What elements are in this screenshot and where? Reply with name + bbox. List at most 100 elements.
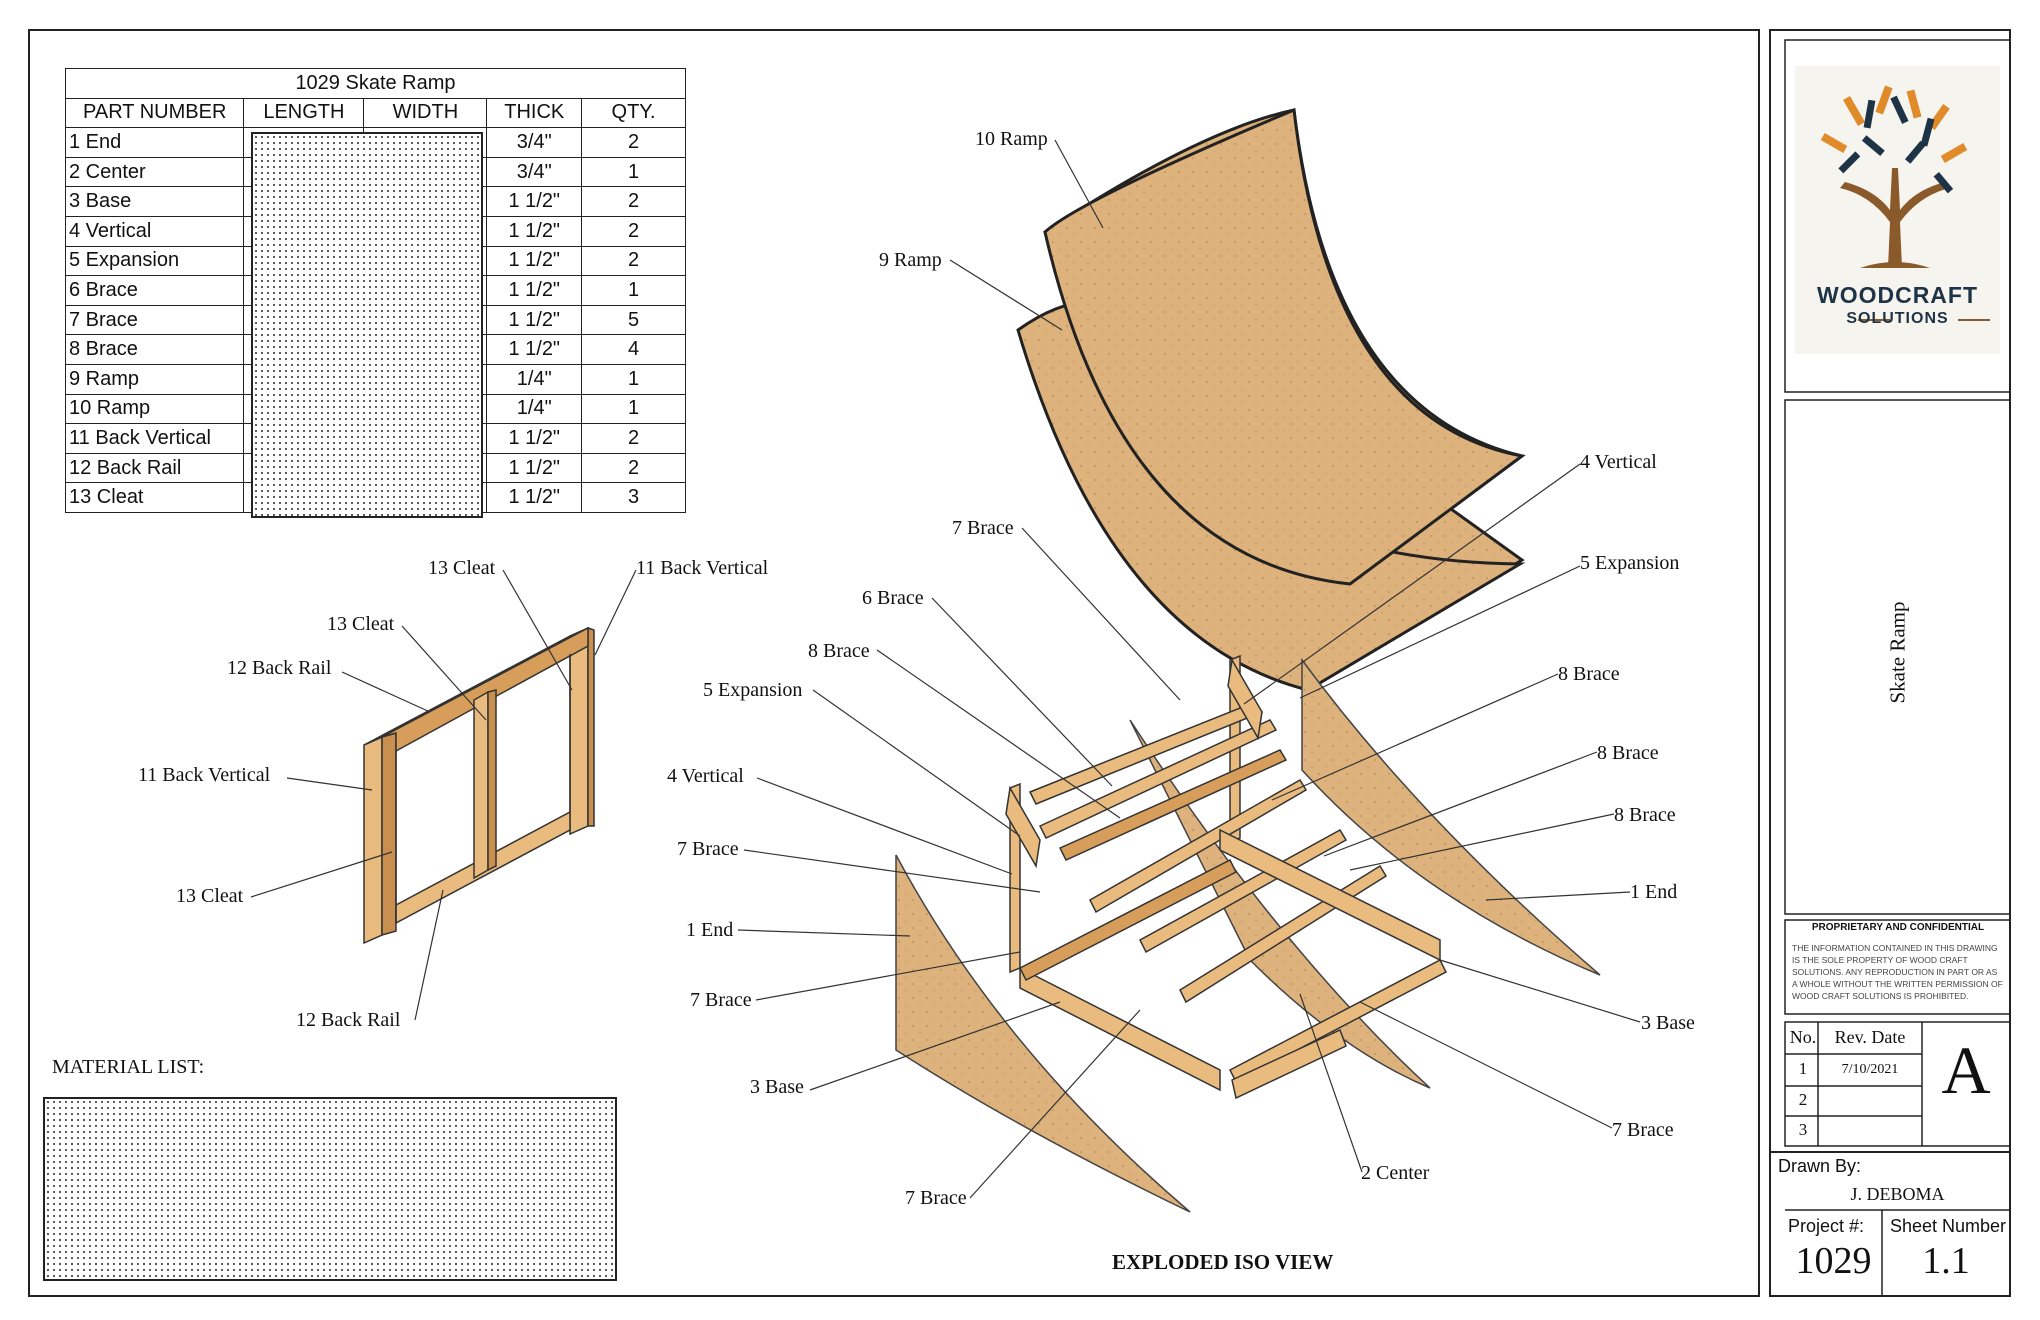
qty-cell: 2 (581, 245, 686, 277)
rev-header-no: No. (1789, 1027, 1817, 1047)
thick-cell: 1 1/2" (486, 482, 583, 513)
drawn-by-name: J. DEBOMA (1850, 1184, 1945, 1204)
callout-brace-8-right-a: 8 Brace (1558, 663, 1620, 685)
thick-cell: 3/4" (486, 156, 583, 188)
parts-table-title: 1029 Skate Ramp (65, 68, 686, 99)
rev-row-no: 1 (1798, 1059, 1808, 1078)
rev-row-no: 2 (1798, 1090, 1808, 1109)
material-list-label: MATERIAL LIST: (52, 1056, 205, 1078)
logo-wordmark: WOODCRAFT (1816, 282, 1979, 308)
thick-cell: 3/4" (486, 127, 583, 158)
part-name: 1 End (64, 127, 245, 158)
callout-expansion-right: 5 Expansion (1580, 552, 1680, 574)
qty-cell: 1 (581, 393, 686, 425)
qty-cell: 1 (581, 275, 686, 306)
sheet-number-label: Sheet Number (1889, 1216, 2007, 1236)
part-name: 6 Brace (64, 275, 245, 306)
thick-cell: 1 1/2" (486, 334, 583, 365)
qty-cell: 3 (581, 482, 686, 513)
thick-cell: 1 1/2" (486, 275, 583, 306)
header-length: LENGTH (243, 97, 365, 129)
project-number: 1029 (1795, 1240, 1872, 1282)
callout-brace-8-right-c: 8 Brace (1614, 804, 1676, 826)
callout-back-vertical-top: 11 Back Vertical (636, 557, 769, 579)
iso-frame (1005, 654, 1447, 1100)
callout-cleat-top: 13 Cleat (428, 557, 496, 579)
end-right (1301, 657, 1601, 976)
thick-cell: 1/4" (486, 393, 583, 425)
thick-cell: 1 1/2" (486, 452, 583, 484)
callout-vertical-left: 4 Vertical (667, 765, 744, 787)
rev-row-date: 7/10/2021 (1841, 1062, 1899, 1077)
thick-cell: 1 1/2" (486, 186, 583, 217)
qty-cell: 2 (581, 452, 686, 484)
thick-cell: 1 1/2" (486, 215, 583, 247)
part-name: 2 Center (64, 156, 245, 188)
part-name: 13 Cleat (64, 482, 245, 513)
part-name: 7 Brace (64, 304, 245, 336)
dimensions-redacted-box (251, 132, 483, 518)
qty-cell: 1 (581, 363, 686, 395)
part-name: 8 Brace (64, 334, 245, 365)
thick-cell: 1 1/2" (486, 304, 583, 336)
callout-cleat-bottom: 13 Cleat (176, 885, 244, 907)
thick-cell: 1 1/2" (486, 423, 583, 454)
end-left (895, 854, 1191, 1213)
header-part-number: PART NUMBER (64, 97, 245, 129)
callout-base-left: 3 Base (750, 1076, 804, 1098)
back-frame (363, 626, 595, 945)
proprietary-text: THE INFORMATION CONTAINED IN THIS DRAWIN… (1792, 943, 2003, 1001)
back-frame-leaders (250, 569, 637, 1021)
logo-tree-icon (1795, 66, 2000, 354)
qty-cell: 2 (581, 186, 686, 217)
callout-brace-7-low: 7 Brace (690, 989, 752, 1011)
rev-row-no: 3 (1798, 1120, 1808, 1139)
thick-cell: 1 1/2" (486, 245, 583, 277)
qty-cell: 1 (581, 156, 686, 188)
part-name: 5 Expansion (64, 245, 245, 277)
drawn-by-label: Drawn By: (1778, 1156, 1862, 1176)
qty-cell: 2 (581, 127, 686, 158)
callout-vertical-right: 4 Vertical (1580, 451, 1657, 473)
thick-cell: 1/4" (486, 363, 583, 395)
callout-brace-7-right: 7 Brace (1612, 1119, 1674, 1141)
qty-cell: 4 (581, 334, 686, 365)
callout-brace-7-left: 7 Brace (677, 838, 739, 860)
callout-brace-7-top: 7 Brace (952, 517, 1014, 539)
part-name: 3 Base (64, 186, 245, 217)
logo-subtitle: SOLUTIONS (1846, 310, 1949, 327)
proprietary-heading: PROPRIETARY AND CONFIDENTIAL (1811, 922, 1985, 933)
view-title: EXPLODED ISO VIEW (1112, 1250, 1334, 1274)
header-width: WIDTH (363, 97, 488, 129)
part-name: 9 Ramp (64, 363, 245, 395)
sheet-border (28, 29, 1760, 1297)
callout-cleat-mid: 13 Cleat (327, 613, 395, 635)
qty-cell: 5 (581, 304, 686, 336)
callout-expansion-left: 5 Expansion (703, 679, 803, 701)
project-label: Project #: (1788, 1216, 1865, 1236)
revision-letter: A (1941, 1032, 1991, 1108)
qty-cell: 2 (581, 423, 686, 454)
part-name: 12 Back Rail (64, 452, 245, 484)
callout-brace-8-left: 8 Brace (808, 640, 870, 662)
callout-end-left: 1 End (686, 919, 734, 941)
callout-end-right: 1 End (1630, 881, 1678, 903)
callout-back-vertical-left: 11 Back Vertical (138, 764, 271, 786)
qty-cell: 2 (581, 215, 686, 247)
material-list-box (43, 1097, 617, 1281)
callout-brace-8-right-b: 8 Brace (1597, 742, 1659, 764)
callout-base-right: 3 Base (1641, 1012, 1695, 1034)
header-thick: THICK (486, 97, 583, 129)
callout-brace-7-bottom: 7 Brace (905, 1187, 967, 1209)
callout-center: 2 Center (1361, 1162, 1430, 1184)
sheet-title: Skate Ramp (1885, 601, 1910, 704)
iso-leaders (737, 139, 1641, 1199)
part-name: 4 Vertical (64, 215, 245, 247)
callout-brace-6: 6 Brace (862, 587, 924, 609)
part-name: 11 Back Vertical (64, 423, 245, 454)
part-name: 10 Ramp (64, 393, 245, 425)
callout-back-rail-bottom: 12 Back Rail (296, 1009, 401, 1031)
callout-ramp-9: 9 Ramp (879, 249, 942, 271)
rev-header-date: Rev. Date (1834, 1027, 1906, 1047)
